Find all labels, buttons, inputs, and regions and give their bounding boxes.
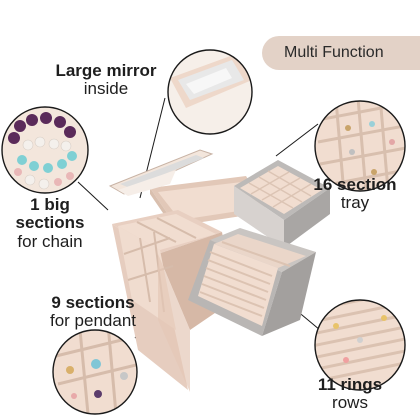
callout-mirror-sub: inside bbox=[83, 79, 129, 99]
mirror-zoom-circle bbox=[167, 49, 253, 135]
sixteen-section-tray bbox=[234, 160, 330, 248]
callout-rings: 11 rings rows bbox=[300, 375, 400, 413]
multi-function-label: Multi Function bbox=[284, 44, 384, 61]
ring-tray bbox=[188, 228, 316, 336]
rings-zoom-circle bbox=[314, 299, 406, 391]
callout-big-section: 1 big sections for chain bbox=[2, 195, 98, 251]
callout-rings-sub: rows bbox=[332, 393, 368, 413]
callout-mirror: Large mirror inside bbox=[50, 61, 162, 99]
callout-big-title-2: sections bbox=[15, 213, 85, 233]
callout-big-title-1: 1 big bbox=[30, 195, 70, 214]
callout-mirror-title: Large mirror bbox=[55, 61, 157, 80]
pendant-zoom-circle bbox=[52, 329, 138, 415]
bracelet-zoom-circle bbox=[1, 106, 89, 194]
callout-sixteen-sub: tray bbox=[340, 193, 370, 213]
callout-sixteen-title: 16 section bbox=[313, 175, 397, 194]
sixteen-tray-zoom-circle bbox=[314, 100, 406, 192]
mirror-lid bbox=[108, 149, 214, 196]
callout-nine-sections: 9 sections for pendant bbox=[18, 293, 168, 331]
jewelry-organizer bbox=[108, 149, 330, 392]
callout-big-sub: for chain bbox=[17, 231, 83, 251]
callout-nine-sub: for pendant bbox=[49, 311, 136, 331]
callout-rings-title: 11 rings bbox=[317, 375, 383, 394]
callout-nine-title: 9 sections bbox=[51, 293, 135, 312]
callout-sixteen-section: 16 section tray bbox=[300, 175, 410, 213]
multi-function-badge: Multi Function bbox=[262, 36, 420, 70]
